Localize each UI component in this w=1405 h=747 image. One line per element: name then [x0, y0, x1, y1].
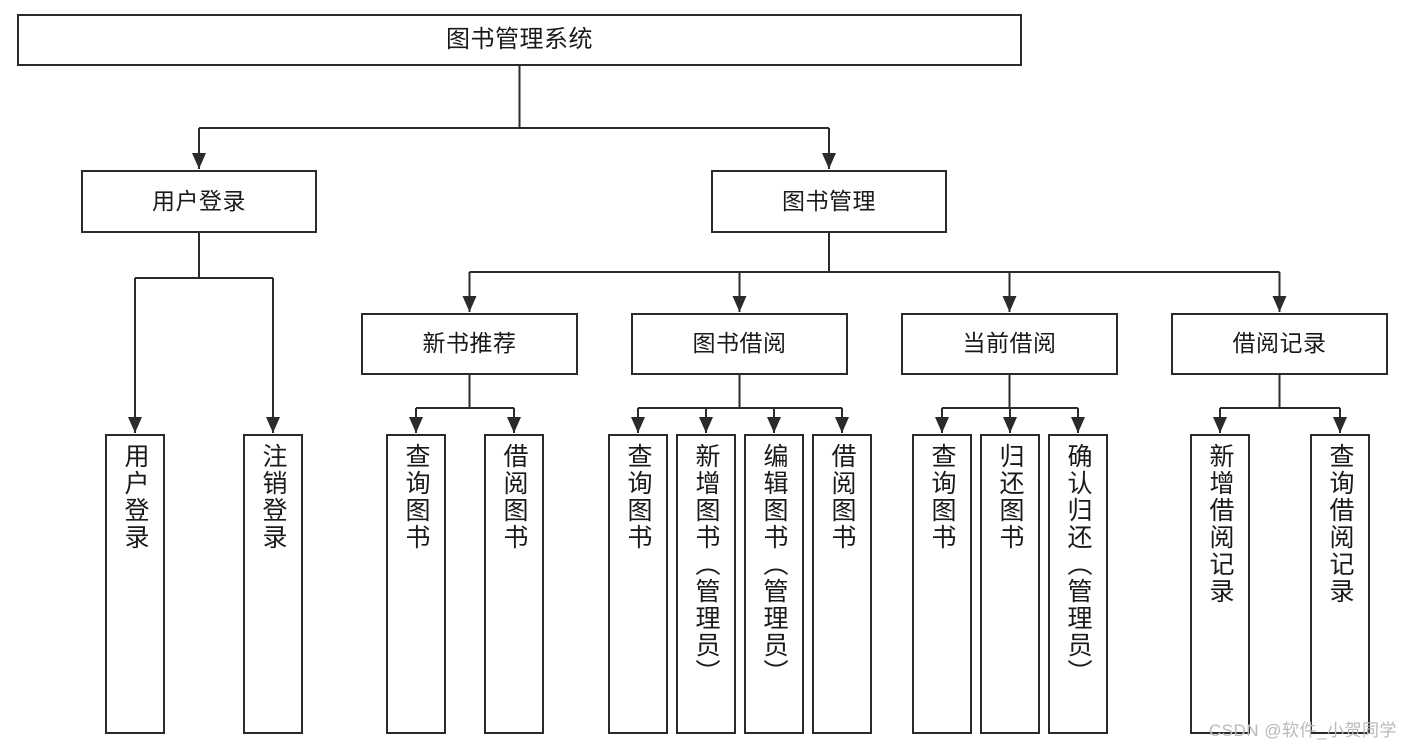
- node-label: 注销登录: [259, 443, 287, 551]
- node-root[interactable]: 图书管理系统: [17, 14, 1022, 66]
- node-label: 新增图书（管理员）: [692, 443, 720, 686]
- node-records[interactable]: 借阅记录: [1171, 313, 1388, 375]
- node-leaf-5[interactable]: 查询图书: [608, 434, 668, 734]
- node-label: 查询图书: [402, 443, 430, 551]
- node-borrow[interactable]: 图书借阅: [631, 313, 848, 375]
- node-label: 新增借阅记录: [1206, 443, 1234, 605]
- node-leaf-12[interactable]: 新增借阅记录: [1190, 434, 1250, 734]
- node-label: 借阅图书: [828, 443, 856, 551]
- node-label: 查询图书: [624, 443, 652, 551]
- node-label: 查询借阅记录: [1326, 443, 1354, 605]
- node-label: 用户登录: [152, 187, 246, 214]
- node-newbook[interactable]: 新书推荐: [361, 313, 578, 375]
- node-label: 新书推荐: [422, 330, 517, 357]
- node-leaf-8[interactable]: 借阅图书: [812, 434, 872, 734]
- watermark: CSDN @软件_小贺同学: [1208, 721, 1397, 740]
- node-bookmgmt[interactable]: 图书管理: [711, 170, 947, 233]
- node-label: 用户登录: [121, 443, 149, 551]
- node-leaf-13[interactable]: 查询借阅记录: [1310, 434, 1370, 734]
- node-label: 图书借阅: [692, 330, 787, 357]
- node-label: 借阅记录: [1232, 330, 1327, 357]
- node-label: 归还图书: [996, 443, 1024, 551]
- node-leaf-1[interactable]: 用户登录: [105, 434, 165, 734]
- node-label: 图书管理系统: [446, 25, 593, 53]
- node-label: 当前借阅: [962, 330, 1057, 357]
- node-leaf-11[interactable]: 确认归还（管理员）: [1048, 434, 1108, 734]
- node-label: 确认归还（管理员）: [1064, 443, 1092, 686]
- node-label: 借阅图书: [500, 443, 528, 551]
- node-leaf-6[interactable]: 新增图书（管理员）: [676, 434, 736, 734]
- node-label: 查询图书: [928, 443, 956, 551]
- node-leaf-9[interactable]: 查询图书: [912, 434, 972, 734]
- node-leaf-2[interactable]: 注销登录: [243, 434, 303, 734]
- node-leaf-10[interactable]: 归还图书: [980, 434, 1040, 734]
- node-leaf-4[interactable]: 借阅图书: [484, 434, 544, 734]
- node-login[interactable]: 用户登录: [81, 170, 317, 233]
- node-label: 编辑图书（管理员）: [760, 443, 788, 686]
- node-leaf-7[interactable]: 编辑图书（管理员）: [744, 434, 804, 734]
- node-leaf-3[interactable]: 查询图书: [386, 434, 446, 734]
- node-current[interactable]: 当前借阅: [901, 313, 1118, 375]
- node-label: 图书管理: [782, 187, 876, 214]
